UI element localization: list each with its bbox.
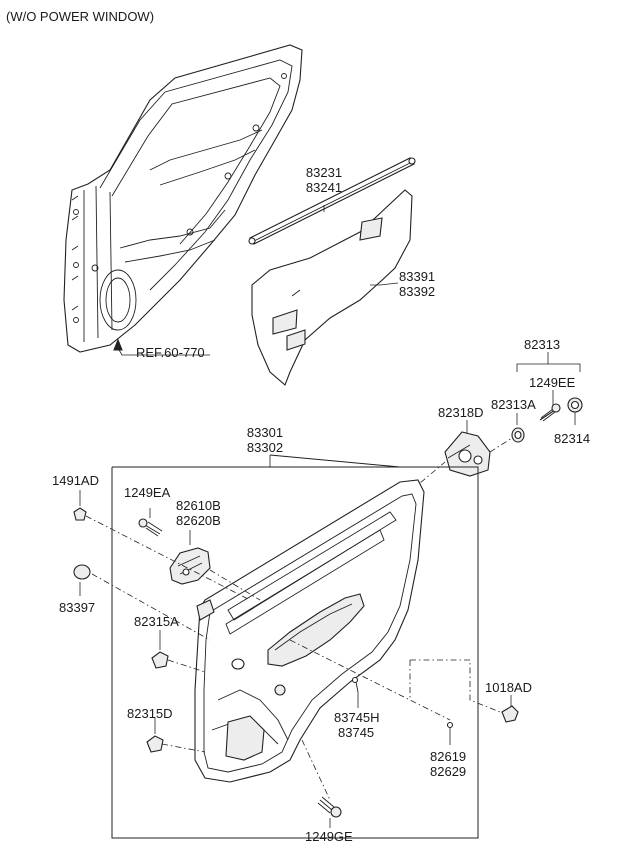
part-83745: 83745 (338, 725, 375, 740)
grommet-82314-icon (567, 397, 583, 413)
part-83391: 83391 (399, 269, 436, 284)
header-note: (W/O POWER WINDOW) (6, 9, 155, 24)
sealing-cover-icon (251, 189, 413, 386)
assembly-line-5 (289, 639, 451, 721)
screw-1249ge-icon (317, 796, 342, 828)
cap-82313a-icon (511, 427, 525, 443)
assembly-line-4 (161, 743, 206, 753)
screw-1249ee-icon (539, 403, 561, 422)
part-83302: 83302 (246, 440, 284, 455)
leader-82313 (516, 363, 581, 372)
bolt-83745h-icon (351, 676, 359, 708)
assembly-line-7 (209, 569, 261, 601)
part-82620B: 82620B (176, 513, 221, 528)
outside-handle-housing-icon (444, 431, 491, 477)
part-82314: 82314 (554, 431, 591, 446)
assembly-line-3 (167, 659, 206, 673)
part-82318D: 82318D (438, 405, 484, 420)
assembly-line-8 (410, 659, 501, 713)
part-82610B: 82610B (176, 498, 221, 513)
part-83231: 83231 (305, 165, 343, 180)
part-83241: 83241 (305, 180, 343, 195)
clip-82315a-icon (151, 630, 169, 669)
door-frame-icon (63, 44, 303, 356)
clip-82315d-icon (146, 718, 164, 753)
pad-83397-icon (73, 564, 91, 596)
part-1249EA: 1249EA (124, 485, 171, 500)
part-82315D: 82315D (127, 706, 173, 721)
part-82313A: 82313A (491, 397, 536, 412)
door-trim-panel-icon (194, 479, 425, 783)
assembly-line-6 (301, 739, 331, 801)
part-1249EE: 1249EE (529, 375, 576, 390)
screw-1249ea-icon (138, 508, 163, 537)
part-82313: 82313 (524, 337, 561, 352)
panel-outline-box (111, 454, 479, 839)
part-83392: 83392 (399, 284, 436, 299)
part-83397: 83397 (59, 600, 96, 615)
clip-1491ad-icon (73, 490, 87, 521)
part-83745H: 83745H (334, 710, 380, 725)
part-1018AD: 1018AD (485, 680, 532, 695)
assembly-line-1 (85, 515, 251, 601)
part-82619-icon (446, 721, 454, 745)
weatherstrip-icon (248, 157, 416, 245)
part-1491AD: 1491AD (52, 473, 99, 488)
assembly-line-2 (91, 573, 211, 641)
part-83301: 83301 (246, 425, 284, 440)
part-1249GE: 1249GE (305, 829, 353, 844)
part-82619: 82619 (430, 749, 467, 764)
nut-1018ad-icon (501, 695, 519, 723)
part-82315A: 82315A (134, 614, 179, 629)
part-82629: 82629 (430, 764, 467, 779)
ref-label: REF.60-770 (136, 345, 205, 360)
inside-handle-icon (169, 530, 211, 585)
